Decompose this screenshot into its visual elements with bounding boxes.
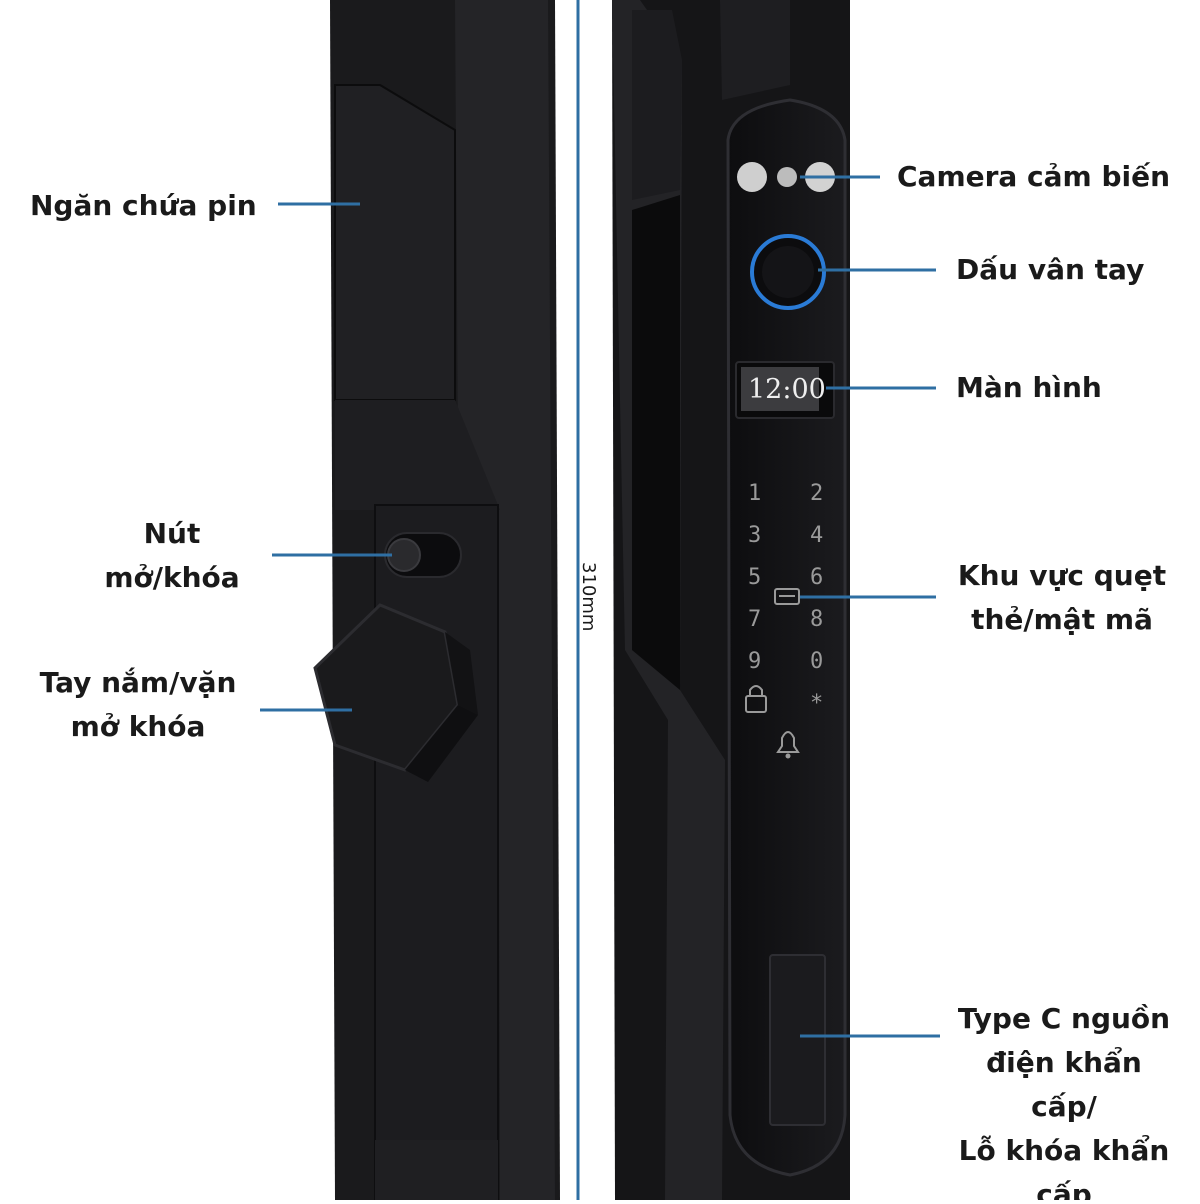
key-2[interactable]: 2: [810, 481, 823, 506]
camera-sensor-left: [737, 162, 767, 192]
label-typec-line1: Type C nguồn: [957, 1002, 1171, 1035]
bell-icon[interactable]: [776, 731, 800, 759]
battery-compartment: [334, 84, 456, 401]
screen-time: 12:00: [748, 374, 826, 405]
label-handle-line2: mở khóa: [70, 710, 206, 743]
label-button-line1: Nút: [143, 517, 201, 550]
leader-lines: [260, 175, 940, 1038]
label-typec-line4: Lỗ khóa khẩn: [958, 1134, 1170, 1167]
label-fingerprint: Dấu vân tay: [956, 253, 1145, 286]
key-5[interactable]: 5: [748, 565, 761, 590]
key-0[interactable]: 0: [810, 649, 823, 674]
label-camera: Camera cảm biến: [897, 160, 1171, 193]
label-handle-line1: Tay nắm/vặn: [39, 666, 237, 699]
outer-lock-body: 12:00 1 2 3 4 5 6 7 8 9 0 *: [612, 0, 850, 1200]
label-button-line2: mở/khóa: [104, 561, 240, 594]
label-battery: Ngăn chứa pin: [30, 189, 257, 222]
inner-front-rail: [455, 0, 555, 1200]
label-keypad: Khu vực quẹt thẻ/mật mã: [948, 554, 1176, 642]
key-3[interactable]: 3: [748, 523, 761, 548]
camera-sensor-center: [777, 167, 797, 187]
key-1[interactable]: 1: [748, 481, 761, 506]
keypad[interactable]: 1 2 3 4 5 6 7 8 9 0 *: [745, 481, 823, 759]
dimension-label: 310mm: [578, 562, 599, 631]
typec-emergency-cover[interactable]: [769, 954, 826, 1126]
key-4[interactable]: 4: [810, 523, 823, 548]
label-handle: Tay nắm/vặn mở khóa: [20, 661, 256, 749]
label-keypad-line2: thẻ/mật mã: [971, 603, 1153, 636]
lock-icon[interactable]: [745, 685, 767, 713]
label-typec-line5: cấp: [1036, 1178, 1092, 1200]
outer-front-rail: [720, 0, 790, 100]
label-screen: Màn hình: [956, 371, 1102, 404]
key-7[interactable]: 7: [748, 607, 761, 632]
label-typec-line3: cấp/: [1031, 1090, 1097, 1123]
label-typec: Type C nguồn điện khẩn cấp/ Lỗ khóa khẩn…: [950, 997, 1178, 1200]
dimension-line: 310mm: [576, 0, 599, 1200]
key-8[interactable]: 8: [810, 607, 823, 632]
label-typec-line2: điện khẩn: [986, 1046, 1142, 1079]
label-keypad-line1: Khu vực quẹt: [957, 559, 1167, 592]
key-star[interactable]: *: [810, 691, 823, 716]
key-6[interactable]: 6: [810, 565, 823, 590]
label-button: Nút mở/khóa: [82, 512, 262, 600]
lock-toggle-button[interactable]: [387, 538, 421, 572]
inner-lower-plate: [374, 504, 499, 1201]
card-icon: [774, 588, 800, 605]
inner-lock-body: [313, 0, 560, 1201]
key-9[interactable]: 9: [748, 649, 761, 674]
outer-handle-recess: [632, 195, 680, 690]
